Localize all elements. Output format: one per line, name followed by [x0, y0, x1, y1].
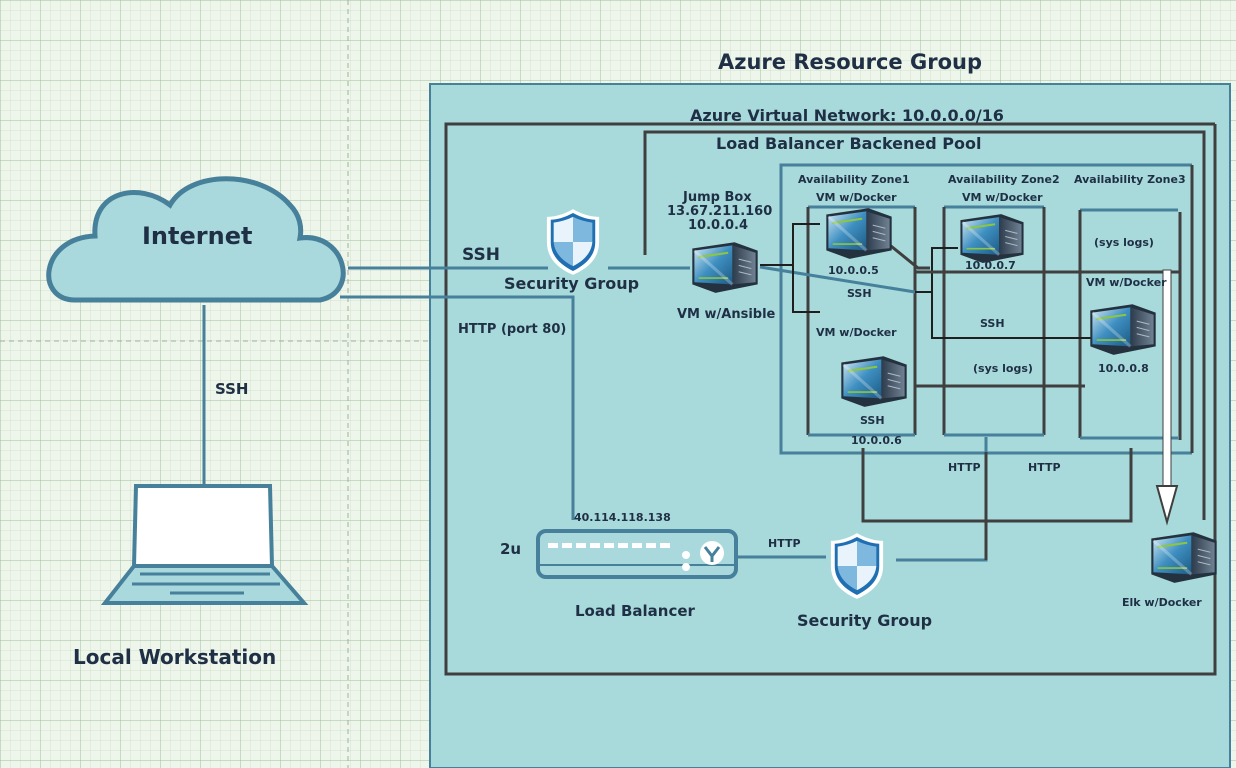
azure-resource-group-area [429, 83, 1231, 768]
ssh-internet-label: SSH [462, 245, 500, 265]
zone1-column [806, 205, 917, 437]
http-label-a: HTTP [948, 461, 981, 474]
internet-label: Internet [142, 222, 253, 250]
ssh-link-jumpbox-zone1 [759, 265, 916, 294]
elk-label: Elk w/Docker [1122, 596, 1202, 609]
zone1-label: Availability Zone1 [798, 173, 910, 186]
vm-docker-10-0-0-7-icon [958, 212, 1026, 265]
vm1-label: VM w/Docker [816, 191, 897, 204]
pool-border [643, 130, 1206, 520]
http-port-label: HTTP (port 80) [458, 322, 567, 337]
zone3-column [1078, 208, 1178, 440]
security-group-top-label: Security Group [504, 274, 640, 293]
lb-ip-label: 40.114.118.138 [574, 511, 671, 524]
vm3-label: VM w/Docker [962, 191, 1043, 204]
local-workstation-label: Local Workstation [73, 645, 277, 669]
vnet-label: Azure Virtual Network: 10.0.0.0/16 [690, 106, 1004, 125]
jump-ip-public: 13.67.211.160 [667, 204, 773, 219]
vm1-ip: 10.0.0.5 [828, 264, 879, 277]
pool-label: Load Balancer Backened Pool [716, 134, 982, 153]
lb-name-label: Load Balancer [575, 602, 695, 620]
zone2-label: Availability Zone2 [948, 173, 1060, 186]
vm1-ssh: SSH [847, 287, 872, 300]
jump-box-label: Jump Box [683, 190, 752, 205]
vm-ansible-label: VM w/Ansible [677, 307, 776, 322]
vm4-label: VM w/Docker [1086, 276, 1167, 289]
vm2-ssh: SSH [860, 414, 885, 427]
lb-size-label: 2u [500, 540, 522, 558]
zone2-syslogs: (sys logs) [973, 362, 1033, 375]
internet-cloud [46, 176, 346, 303]
load-balancer-icon [536, 529, 738, 579]
elk-docker-icon [1149, 530, 1219, 585]
security-group-bottom-label: Security Group [797, 611, 933, 630]
zone2-ssh: SSH [980, 317, 1005, 330]
vnet-border [444, 122, 1217, 676]
vm4-ip: 10.0.0.8 [1098, 362, 1149, 375]
http-lb-label: HTTP [768, 537, 801, 550]
vm2-ip: 10.0.0.6 [851, 434, 902, 447]
vm3-ip: 10.0.0.7 [965, 259, 1016, 272]
http-label-b: HTTP [1028, 461, 1061, 474]
laptop-icon [100, 484, 309, 605]
http-link-zones [861, 448, 1133, 523]
resource-group-title: Azure Resource Group [718, 50, 982, 74]
zone2-column [942, 205, 1046, 437]
vm-docker-10-0-0-5-icon [824, 206, 894, 261]
vm-ansible-jumpbox-icon [690, 240, 760, 295]
vm-docker-10-0-0-8-icon [1088, 302, 1158, 357]
zone3-label: Availability Zone3 [1074, 173, 1186, 186]
vm-docker-10-0-0-6-icon [839, 354, 909, 409]
vm2-label: VM w/Docker [816, 326, 897, 339]
ssh-workstation-label: SSH [215, 380, 249, 398]
jump-ip-private: 10.0.0.4 [688, 218, 749, 233]
zone3-syslogs: (sys logs) [1094, 236, 1154, 249]
syslog-arrow [1155, 269, 1179, 526]
